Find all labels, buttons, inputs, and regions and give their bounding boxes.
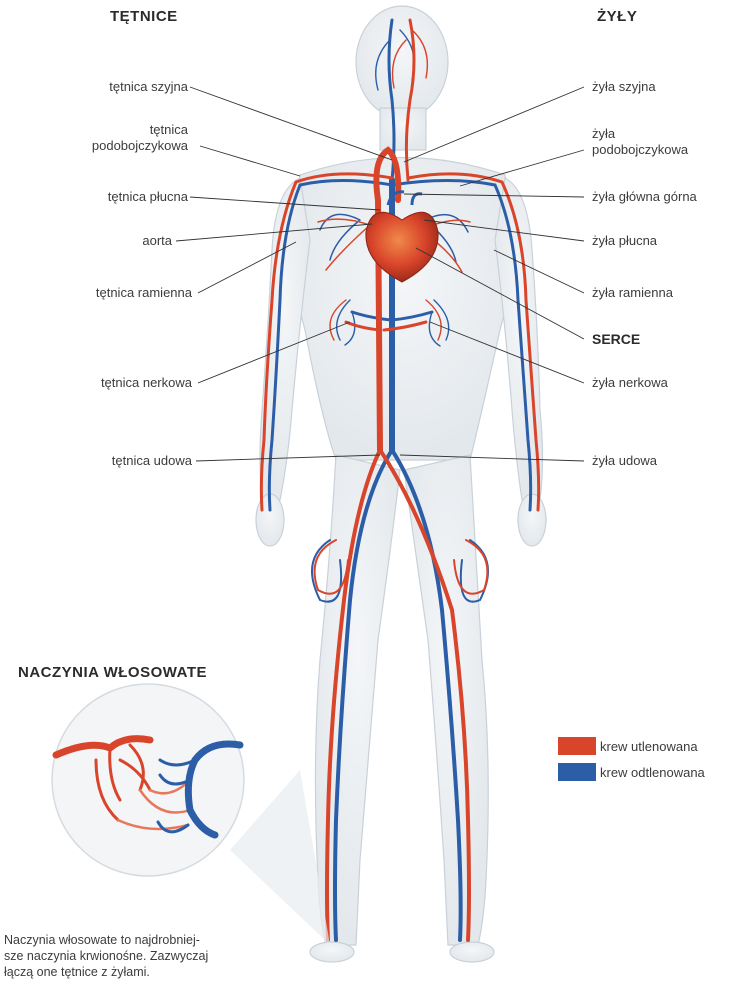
label-superior-vena-cava: żyła główna górna [592, 189, 697, 205]
legend-label-oxygenated: krew utlenowana [600, 739, 698, 755]
heading-capillaries: NACZYNIA WŁOSOWATE [18, 664, 207, 681]
label-brachial-artery: tętnica ramienna [96, 285, 192, 301]
label-heart: SERCE [592, 331, 640, 347]
label-aorta: aorta [142, 233, 172, 249]
label-brachial-vein: żyła ramienna [592, 285, 673, 301]
label-pulmonary-vein: żyła płucna [592, 233, 657, 249]
legend-label-deoxygenated: krew odtlenowana [600, 765, 705, 781]
label-carotid-artery: tętnica szyjna [109, 79, 188, 95]
capillary-note: Naczynia włosowate to najdrobniej- sze n… [4, 932, 208, 980]
label-femoral-vein: żyła udowa [592, 453, 657, 469]
legend-swatch-oxygenated [558, 737, 596, 755]
label-renal-artery: tętnica nerkowa [101, 375, 192, 391]
heading-veins: ŻYŁY [597, 8, 637, 25]
label-pulmonary-artery: tętnica płucna [108, 189, 188, 205]
label-femoral-artery: tętnica udowa [112, 453, 192, 469]
legend-swatch-deoxygenated [558, 763, 596, 781]
label-jugular-vein: żyła szyjna [592, 79, 656, 95]
label-renal-vein: żyła nerkowa [592, 375, 668, 391]
capillary-network-illustration [52, 684, 244, 876]
heading-arteries: TĘTNICE [110, 8, 178, 25]
